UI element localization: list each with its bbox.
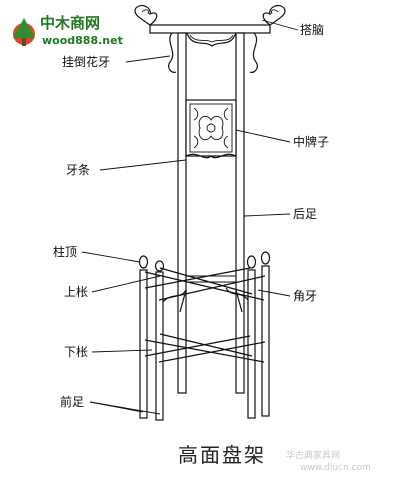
watermark: 华古典家具网 www.dlucn.com	[286, 449, 371, 473]
watermark-line1: 华古典家具网	[286, 449, 340, 461]
label-corner-bracket: 角牙	[293, 289, 317, 303]
label-top-rail: 搭脑	[300, 23, 324, 37]
middle-panel-drawing	[185, 99, 237, 159]
label-upper-stretcher: 上枨	[64, 285, 88, 299]
spandrel-drawing	[168, 32, 258, 73]
part-labels: 搭脑 挂倒花牙 中牌子 牙条 后足 柱顶 上枨 角牙 下枨 前足	[53, 23, 329, 409]
label-apron-strip: 牙条	[66, 163, 90, 177]
logo-name: 中木商网	[40, 14, 100, 32]
logo-url: wood888.net	[42, 34, 123, 47]
back-legs-drawing	[177, 32, 245, 394]
label-post-top: 柱顶	[53, 244, 77, 259]
label-middle-panel: 中牌子	[293, 134, 329, 149]
tree-logo-icon	[13, 18, 35, 46]
leader-lines	[81, 19, 299, 415]
label-lower-stretcher: 下枨	[64, 345, 88, 359]
top-rail-drawing	[134, 4, 286, 34]
watermark-line2: www.dlucn.com	[300, 463, 371, 473]
diagram-title: 高面盘架	[178, 443, 266, 467]
upper-stretchers-drawing	[144, 267, 266, 313]
label-back-leg: 后足	[293, 207, 317, 221]
label-front-leg: 前足	[60, 394, 84, 409]
label-hanging-spandrel: 挂倒花牙	[62, 54, 110, 69]
site-logo[interactable]: 中木商网 wood888.net	[13, 14, 123, 47]
lower-stretchers-drawing	[144, 333, 266, 363]
